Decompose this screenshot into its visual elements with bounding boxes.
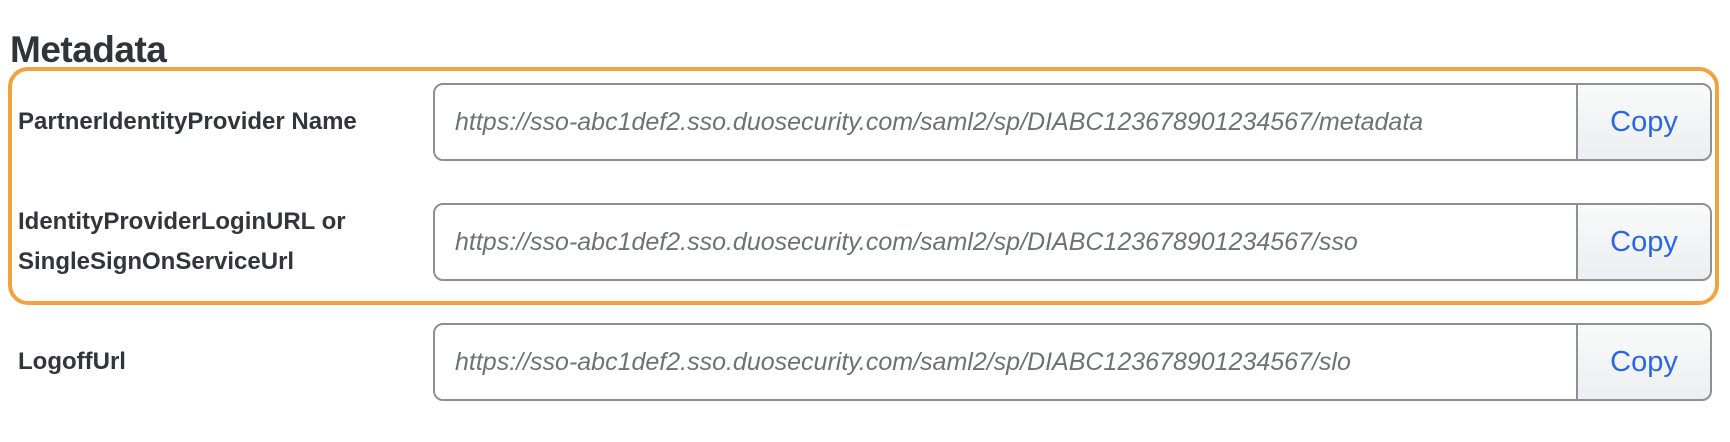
identity-provider-login-url-label: IdentityProviderLoginURL or SingleSignOn… xyxy=(18,208,346,275)
identity-provider-login-url-input[interactable] xyxy=(433,203,1578,281)
logoff-url-label: LogoffUrl xyxy=(18,348,126,375)
partner-identity-provider-name-copy-button[interactable]: Copy xyxy=(1576,83,1712,161)
row-logoff-url: LogoffUrl Copy xyxy=(0,323,1730,401)
partner-identity-provider-name-input[interactable] xyxy=(433,83,1578,161)
logoff-url-copy-button[interactable]: Copy xyxy=(1576,323,1712,401)
identity-provider-login-url-input-group: Copy xyxy=(433,203,1712,281)
page-title: Metadata xyxy=(10,28,167,70)
row-identity-provider-login-url: IdentityProviderLoginURL or SingleSignOn… xyxy=(0,202,1730,282)
row-partner-identity-provider-name: PartnerIdentityProvider Name Copy xyxy=(0,83,1730,161)
partner-identity-provider-name-label: PartnerIdentityProvider Name xyxy=(18,108,357,135)
metadata-rows: PartnerIdentityProvider Name Copy Identi… xyxy=(0,83,1730,442)
partner-identity-provider-name-input-group: Copy xyxy=(433,83,1712,161)
logoff-url-input[interactable] xyxy=(433,323,1578,401)
logoff-url-input-group: Copy xyxy=(433,323,1712,401)
identity-provider-login-url-copy-button[interactable]: Copy xyxy=(1576,203,1712,281)
